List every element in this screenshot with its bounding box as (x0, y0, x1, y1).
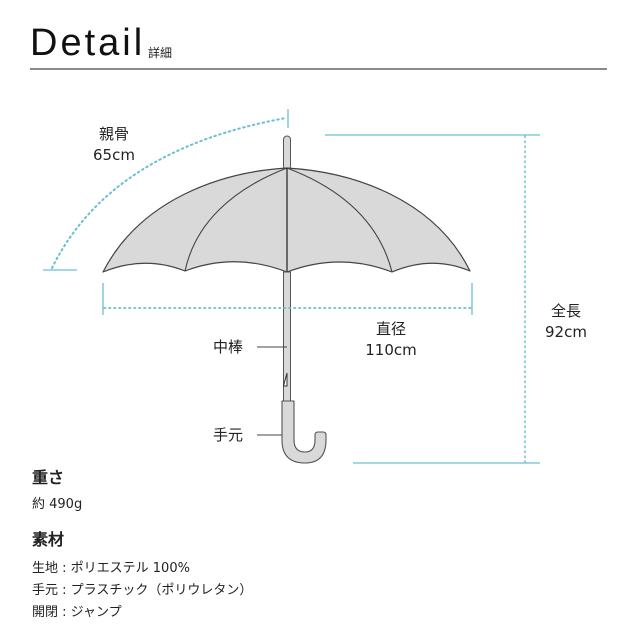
total-length-label: 全長 92cm (536, 301, 596, 343)
diameter-label: 直径 110cm (356, 319, 426, 361)
total-length-title: 全長 (550, 302, 581, 320)
weight-value: 約 490g (32, 497, 83, 512)
material-opening: 開閉 : ジャンプ (32, 605, 122, 620)
total-length-dimension (325, 134, 540, 464)
diameter-dimension (102, 283, 473, 315)
total-length-value: 92cm (545, 323, 587, 341)
page-subtitle: 詳細 (148, 46, 173, 60)
rib-length-dimension (43, 109, 289, 271)
weight-heading: 重さ (32, 468, 65, 487)
canopy (102, 167, 471, 273)
title-divider (30, 68, 607, 70)
page-title: Detail (30, 22, 146, 64)
diameter-title: 直径 (375, 320, 406, 338)
diameter-value: 110cm (365, 341, 417, 359)
material-handle: 手元 : プラスチック（ポリウレタン） (32, 583, 253, 598)
handle (281, 400, 327, 464)
ferrule (283, 135, 291, 171)
runner-catch (282, 372, 288, 387)
rib-length-title: 親骨 (98, 125, 129, 143)
material-heading: 素材 (32, 530, 65, 549)
handle-label: 手元 (213, 426, 244, 444)
rib-length-value: 65cm (93, 146, 135, 164)
rib-length-label: 親骨 65cm (84, 124, 144, 166)
material-fabric: 生地 : ポリエステル 100% (32, 561, 190, 576)
shaft-label: 中棒 (213, 338, 244, 356)
